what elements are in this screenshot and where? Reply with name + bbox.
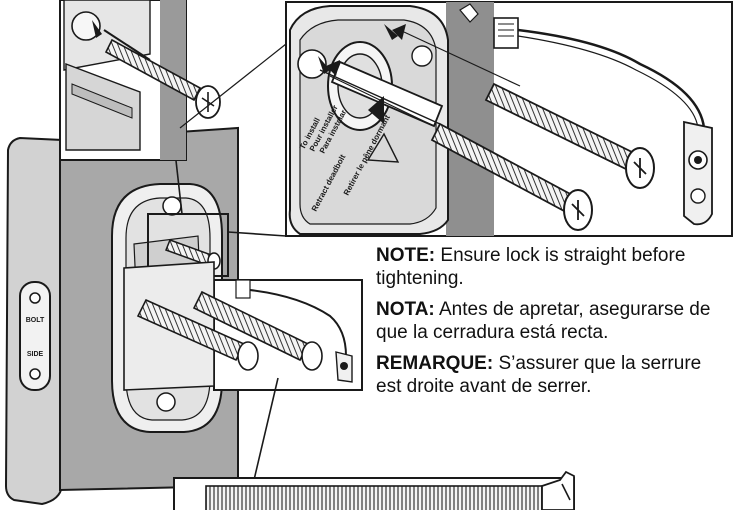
leader-line <box>253 377 279 481</box>
strike-label-top: BOLT <box>26 317 45 324</box>
note-text-en: Ensure lock is straight before tightenin… <box>376 245 686 289</box>
inset-middle <box>123 261 363 391</box>
note-french: REMARQUE: S’assurer que la serrure est d… <box>376 352 728 398</box>
note-label-es: NOTA: <box>376 299 435 320</box>
note-label-fr: REMARQUE: <box>376 353 494 374</box>
installation-notes: NOTE: Ensure lock is straight before tig… <box>376 244 728 406</box>
strike-label-bottom: SIDE <box>27 351 44 358</box>
note-text-fr: S’assurer que la serrure est droite avan… <box>376 353 702 397</box>
inset-top-right: To install Pour installer Para instalar … <box>285 1 733 237</box>
screw-icon <box>29 292 41 304</box>
strike-plate: BOLT SIDE <box>19 281 51 391</box>
screw-icon <box>29 368 41 380</box>
note-label-en: NOTE: <box>376 245 436 266</box>
note-spanish: NOTA: Antes de apretar, asegurarse de qu… <box>376 298 728 344</box>
inset-top-left <box>59 0 221 161</box>
note-text-es: Antes de apretar, asegurarse de que la c… <box>376 299 711 343</box>
screw-shaft <box>104 38 202 102</box>
note-english: NOTE: Ensure lock is straight before tig… <box>376 244 728 290</box>
leader-line <box>179 43 287 129</box>
leader-line <box>227 231 287 237</box>
screw-thread <box>205 485 543 510</box>
screw-detail-bottom <box>173 470 575 510</box>
